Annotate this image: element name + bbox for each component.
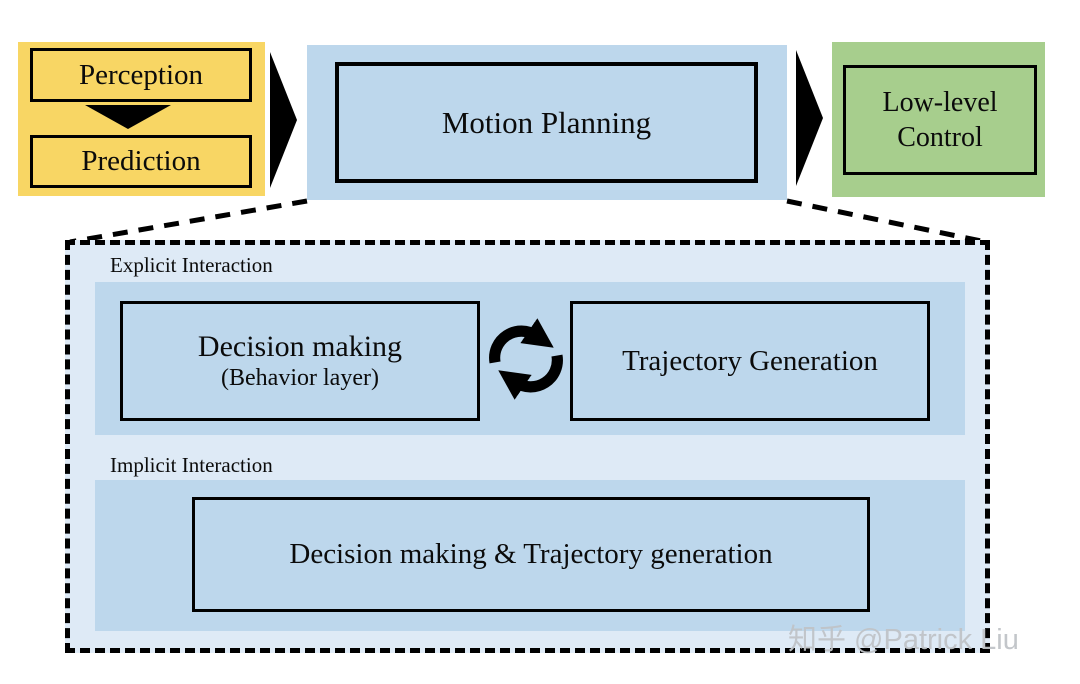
decision-making-subtitle: (Behavior layer) xyxy=(221,365,379,392)
motion-planning-detail-box: Explicit Interaction Decision making (Be… xyxy=(65,240,990,653)
low-level-control-box: Low-level Control xyxy=(843,65,1037,175)
flow-arrow-icon-right xyxy=(796,50,823,186)
perception-label: Perception xyxy=(78,58,203,91)
motion-planning-panel: Motion Planning xyxy=(307,45,787,200)
sync-arrows-icon xyxy=(489,318,563,400)
flow-arrow-icon-left xyxy=(270,52,297,188)
prediction-label: Prediction xyxy=(81,145,201,177)
perception-prediction-panel: Perception Prediction xyxy=(18,42,265,196)
explicit-interaction-row: Decision making (Behavior layer) Traject… xyxy=(95,282,965,435)
decision-making-title: Decision making xyxy=(197,330,403,364)
low-level-control-label: Low-level Control xyxy=(882,87,998,153)
implicit-interaction-label: Implicit Interaction xyxy=(110,453,273,477)
combined-decision-trajectory-box: Decision making & Trajectory generation xyxy=(192,497,870,612)
perception-box: Perception xyxy=(30,48,252,102)
trajectory-generation-box: Trajectory Generation xyxy=(570,301,930,421)
combined-label: Decision making & Trajectory generation xyxy=(289,538,773,570)
implicit-interaction-row: Decision making & Trajectory generation xyxy=(95,480,965,631)
watermark: 知乎 @Patrick Liu xyxy=(788,624,1019,656)
low-level-control-panel: Low-level Control xyxy=(832,42,1045,197)
explicit-interaction-label: Explicit Interaction xyxy=(110,253,273,277)
motion-planning-label: Motion Planning xyxy=(441,104,652,140)
prediction-box: Prediction xyxy=(30,135,252,188)
down-arrow-icon xyxy=(85,105,171,129)
decision-making-box: Decision making (Behavior layer) xyxy=(120,301,480,421)
trajectory-generation-label: Trajectory Generation xyxy=(622,344,878,377)
motion-planning-box: Motion Planning xyxy=(335,62,758,183)
